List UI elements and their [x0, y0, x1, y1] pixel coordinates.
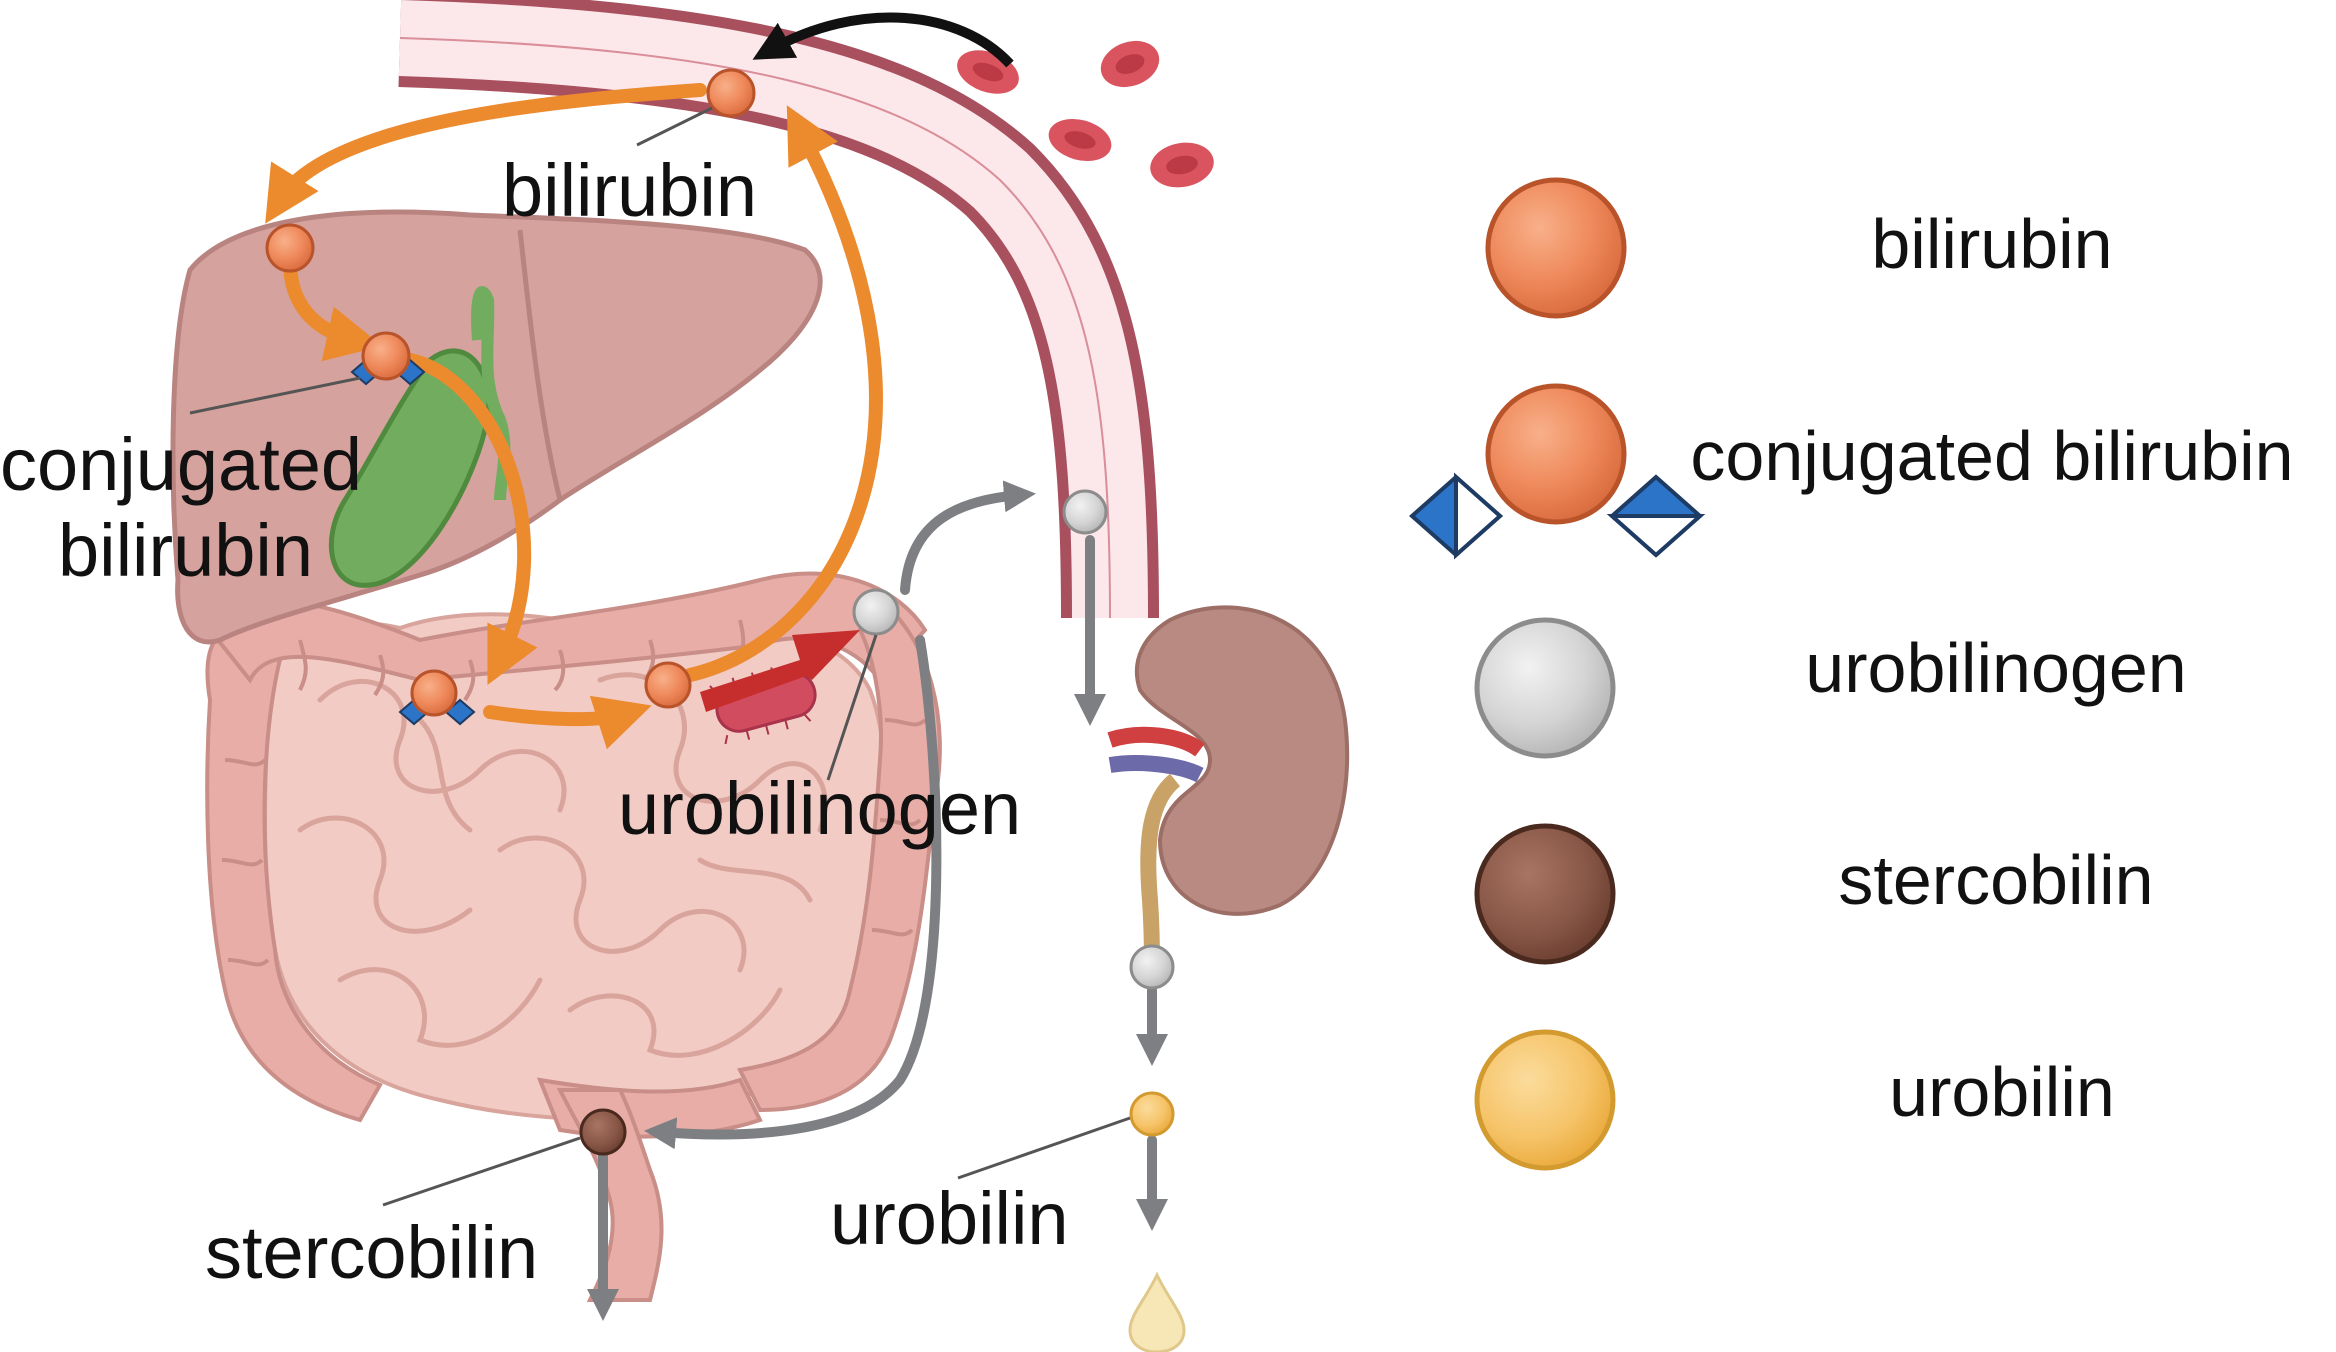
legend-label-bilirubin: bilirubin	[1871, 205, 2112, 283]
label-bilirubin: bilirubin	[502, 149, 757, 232]
blood-vessel	[398, 0, 1159, 619]
large-intestine	[205, 571, 942, 1302]
orange-arrows	[265, 83, 883, 750]
molecule-urobilin-urine	[1129, 1091, 1175, 1137]
conjugated-bilirubin-icon	[1408, 383, 1706, 560]
legend-label-urobilin: urobilin	[1889, 1053, 2115, 1131]
label-urobilinogen: urobilinogen	[618, 767, 1021, 850]
urobilin-sphere-icon	[1474, 1029, 1616, 1171]
label-stercobilin: stercobilin	[205, 1211, 538, 1294]
molecule-urobilinogen-colon	[852, 588, 900, 636]
grey-arrows	[586, 480, 1169, 1322]
urine-droplet-icon	[1128, 1271, 1186, 1352]
molecule-conjugated-bilirubin-intestine	[398, 669, 476, 726]
legend-label-stercobilin: stercobilin	[1838, 841, 2153, 919]
leader-lines	[189, 106, 1131, 1207]
vessel-to-liver-arrow	[265, 83, 707, 224]
legend-item-urobilinogen: urobilinogen	[1474, 617, 2187, 759]
stercobilin-sphere-icon	[1474, 823, 1616, 965]
enterohepatic-arrow	[683, 105, 883, 682]
label-urobilin: urobilin	[830, 1177, 1069, 1260]
label-conjugated-bilirubin-line1: conjugated	[0, 423, 362, 506]
bilirubin-sphere-icon	[1485, 177, 1627, 319]
kidney	[1107, 605, 1350, 966]
molecule-conjugated-bilirubin-liver	[350, 331, 426, 386]
molecule-bilirubin-vessel	[706, 68, 756, 118]
molecule-urobilinogen-vessel	[1062, 489, 1108, 535]
legend-item-urobilin: urobilin	[1474, 1029, 2115, 1171]
bile-to-intestine-arrow	[403, 353, 538, 686]
urobilinogen-to-blood-arrow	[900, 480, 1036, 595]
legend: bilirubin conjugated bilirubin urobilino…	[1408, 177, 2294, 1171]
legend-item-bilirubin: bilirubin	[1485, 177, 2113, 319]
legend-label-urobilinogen: urobilinogen	[1805, 629, 2186, 707]
molecule-stercobilin-rectum	[579, 1108, 627, 1156]
urobilinogen-sphere-icon	[1474, 617, 1616, 759]
legend-item-conjugated-bilirubin: conjugated bilirubin	[1408, 383, 2294, 560]
label-conjugated-bilirubin-line2: bilirubin	[58, 509, 313, 592]
rbc-to-vessel-arrow	[752, 12, 1014, 68]
red-blood-cells	[957, 40, 1214, 188]
liver-conjugation-arrow	[283, 255, 383, 362]
bacterial-conversion-arrow	[700, 630, 860, 712]
legend-label-conjugated-bilirubin: conjugated bilirubin	[1690, 417, 2293, 495]
legend-item-stercobilin: stercobilin	[1474, 823, 2154, 965]
intestine-transit-arrow	[483, 695, 652, 750]
urobilinogen-to-stercobilin-arrow	[644, 635, 942, 1150]
molecule-bilirubin-liver	[265, 223, 315, 273]
molecule-bilirubin-intestine	[644, 661, 692, 709]
molecule-urobilinogen-ureter	[1129, 944, 1175, 990]
